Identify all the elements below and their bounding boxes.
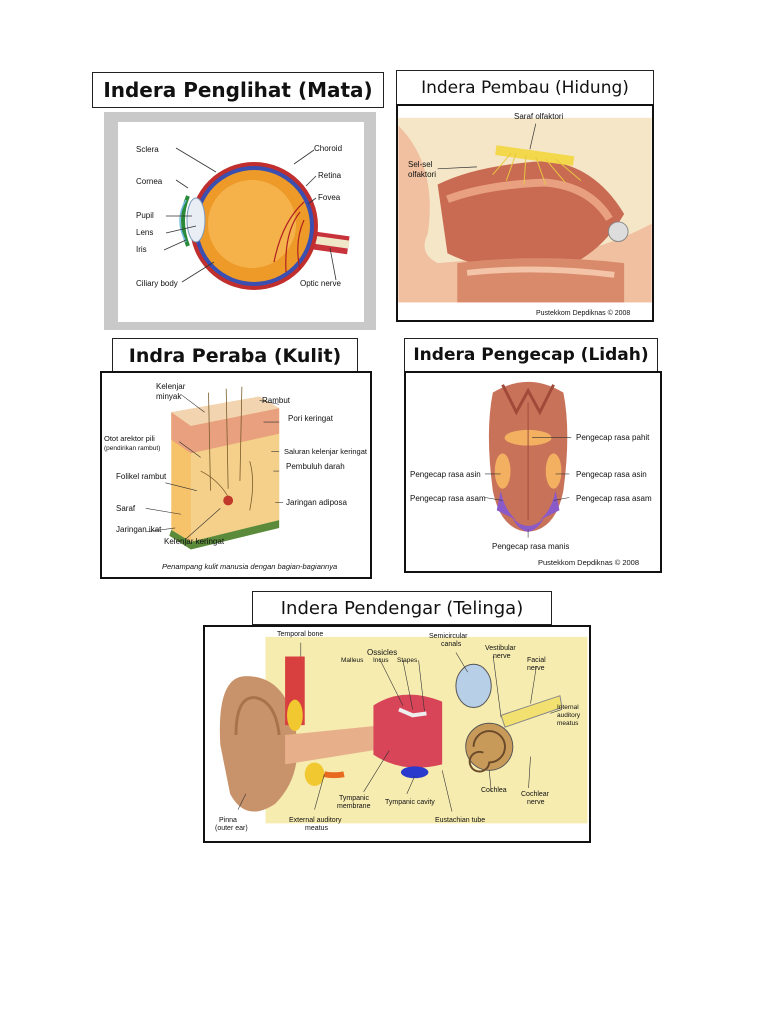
skin-label-kelenjar-minyak-1: Kelenjar — [156, 382, 186, 391]
nose-illustration — [398, 106, 652, 303]
tongue-illustration — [484, 381, 572, 538]
eye-label-sclera: Sclera — [136, 145, 159, 154]
skin-panel: Kelenjar minyak Otot arektor pili (pendi… — [100, 371, 372, 579]
ear-label-cn-1: Cochlear — [521, 791, 550, 798]
nose-label-sel2: olfaktori — [408, 170, 437, 179]
skin-label-jaringan-ikat: Jaringan ikat — [116, 525, 162, 534]
tongue-label-asin-right: Pengecap rasa asin — [576, 470, 647, 479]
skin-label-saraf: Saraf — [116, 504, 136, 513]
eye-label-iris: Iris — [136, 245, 147, 254]
tongue-label-credit: Pustekkom Depdiknas © 2008 — [538, 558, 639, 567]
eye-label-fovea: Fovea — [318, 193, 341, 202]
skin-label-rambut: Rambut — [262, 396, 291, 405]
ear-label-pinna-2: (outer ear) — [215, 825, 248, 832]
ear-label-pinna-1: Pinna — [219, 817, 237, 824]
ear-label-semi-2: canals — [441, 641, 462, 648]
ear-label-int-3: meatus — [557, 720, 579, 727]
skin-label-kelenjar-keringat: Kelenjar keringat — [164, 537, 225, 546]
eye-label-choroid: Choroid — [314, 144, 343, 153]
skin-label-folikel: Folikel rambut — [116, 472, 167, 481]
skin-label-adiposa: Jaringan adiposa — [286, 498, 347, 507]
tongue-label-pahit: Pengecap rasa pahit — [576, 433, 650, 442]
tongue-label-asin-left: Pengecap rasa asin — [410, 470, 481, 479]
ear-label-ext-2: meatus — [305, 825, 328, 832]
ear-label-tymp-1: Tympanic — [339, 795, 369, 802]
skin-label-saluran: Saluran kelenjar keringat — [284, 447, 367, 456]
ear-label-int-1: Internal — [557, 704, 579, 711]
tongue-label-asam-right: Pengecap rasa asam — [576, 494, 652, 503]
skin-label-otot-1: Otot arektor pili — [104, 434, 155, 443]
skin-illustration — [145, 386, 284, 550]
eye-label-cornea: Cornea — [136, 177, 163, 186]
nose-label-credit: Pustekkom Depdiknas © 2008 — [536, 310, 631, 317]
ear-label-malleus: Malleus — [341, 657, 364, 664]
ear-label-facial-1: Facial — [527, 657, 546, 664]
ear-label-incus: Incus — [373, 657, 389, 664]
ear-label-ossicles: Ossicles — [367, 648, 398, 657]
skin-label-kelenjar-minyak-2: minyak — [156, 392, 182, 401]
ear-label-eustachian: Eustachian tube — [435, 817, 486, 824]
tongue-title: Indera Pengecap (Lidah) — [404, 338, 658, 372]
tongue-panel: Pengecap rasa pahit Pengecap rasa asin P… — [404, 371, 662, 573]
skin-label-pori: Pori keringat — [288, 414, 333, 423]
eye-illustration — [163, 147, 350, 290]
skin-caption: Penampang kulit manusia dengan bagian-ba… — [162, 562, 338, 571]
skin-title: Indra Peraba (Kulit) — [112, 338, 358, 374]
ear-panel: Temporal bone Ossicles Malleus Incus Sta… — [203, 625, 591, 843]
eye-label-pupil: Pupil — [136, 211, 154, 220]
ear-label-temporal: Temporal bone — [277, 631, 324, 638]
eye-label-ciliary: Ciliary body — [136, 279, 178, 288]
eye-label-lens: Lens — [136, 228, 154, 237]
eye-panel: Sclera Cornea Pupil Lens Iris Ciliary bo… — [104, 112, 376, 330]
eye-label-optic: Optic nerve — [300, 279, 341, 288]
skin-label-pembuluh: Pembuluh darah — [286, 462, 345, 471]
tongue-label-manis: Pengecap rasa manis — [492, 542, 570, 551]
eye-title: Indera Penglihat (Mata) — [92, 72, 384, 108]
ear-label-cn-2: nerve — [527, 799, 545, 806]
nose-label-saraf: Saraf olfaktori — [514, 112, 564, 121]
ear-label-vest-1: Vestibular — [485, 645, 516, 652]
ear-label-vest-2: nerve — [493, 653, 511, 660]
ear-label-facial-2: nerve — [527, 665, 545, 672]
ear-label-ext-1: External auditory — [289, 817, 342, 824]
ear-label-stapes: Stapes — [397, 657, 418, 664]
tongue-label-asam-left: Pengecap rasa asam — [410, 494, 486, 503]
ear-label-cavity: Tympanic cavity — [385, 799, 435, 806]
skin-label-otot-2: (pendirikan rambut) — [104, 445, 161, 452]
ear-label-cochlea: Cochlea — [481, 787, 507, 794]
nose-title: Indera Pembau (Hidung) — [396, 70, 654, 106]
ear-label-semi-1: Semicircular — [429, 633, 468, 640]
ear-label-int-2: auditory — [557, 712, 581, 719]
nose-panel: Saraf olfaktori Sel-sel olfaktori Pustek… — [396, 104, 654, 322]
ear-illustration — [219, 636, 588, 824]
eye-label-retina: Retina — [318, 171, 342, 180]
nose-label-sel1: Sel-sel — [408, 160, 433, 169]
ear-title: Indera Pendengar (Telinga) — [252, 591, 552, 625]
ear-label-tymp-2: membrane — [337, 803, 371, 810]
